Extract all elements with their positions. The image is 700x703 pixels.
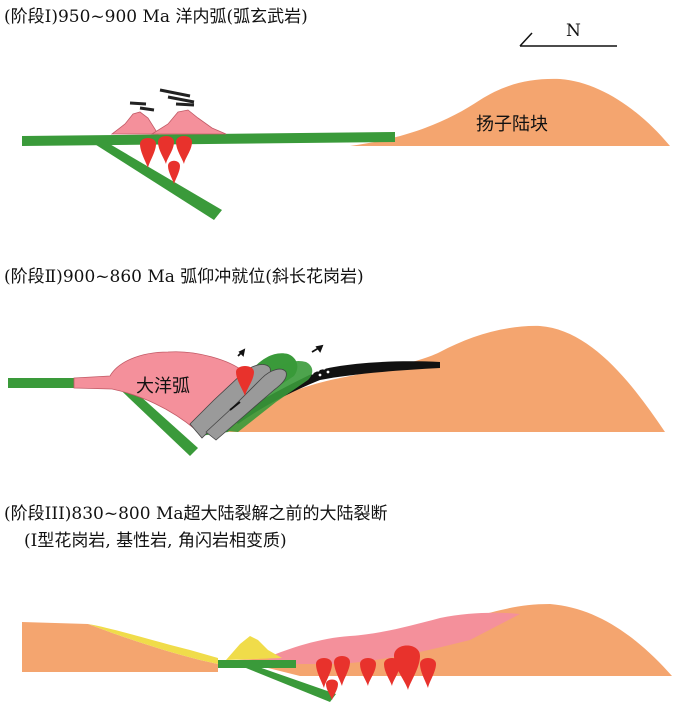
left-continent: [22, 622, 218, 672]
stage-2-section: 大洋弧: [8, 325, 665, 456]
plagiogranite-body: [236, 366, 254, 396]
yangtze-block-2: [220, 325, 665, 432]
thrust-arrows: [229, 344, 324, 411]
basin-fill-left: [88, 624, 218, 664]
arc-label: 大洋弧: [136, 376, 190, 397]
magma-bodies: [140, 136, 192, 184]
granitoid-layer: [266, 612, 520, 664]
oceanic-arc: [73, 351, 245, 431]
north-arrow: N: [519, 21, 617, 47]
yangtze-block: [350, 78, 670, 146]
craton-label: 扬子陆块: [476, 114, 548, 135]
sedimentary-wedge: [232, 361, 440, 424]
magma-bodies-3: [316, 645, 436, 700]
eruption-plumes: [129, 88, 195, 112]
subducting-slab: [82, 136, 222, 220]
stage-2-title: (阶段Ⅱ)900~860 Ma 弧仰冲就位(斜长花岗岩): [4, 267, 364, 287]
stage-1-title: (阶段Ⅰ)950~900 Ma 洋内弧(弧玄武岩): [4, 7, 308, 27]
rift-slab-descending: [236, 664, 336, 702]
rift-slab: [218, 660, 296, 668]
north-arrow-label: N: [566, 21, 581, 41]
subducting-slab-2: [108, 378, 198, 456]
oceanic-crust: [22, 132, 395, 146]
basin-fill-center: [226, 636, 282, 660]
stage-3-subtitle: (I型花岗岩, 基性岩, 角闪岩相变质): [24, 531, 287, 551]
ophiolite-slice-2: [205, 368, 287, 441]
arc-volcano-large: [150, 109, 227, 135]
stage-1-section: 扬子陆块: [22, 78, 670, 220]
stage-3-title: (阶段III)830~800 Ma超大陆裂解之前的大陆裂断: [4, 504, 388, 524]
